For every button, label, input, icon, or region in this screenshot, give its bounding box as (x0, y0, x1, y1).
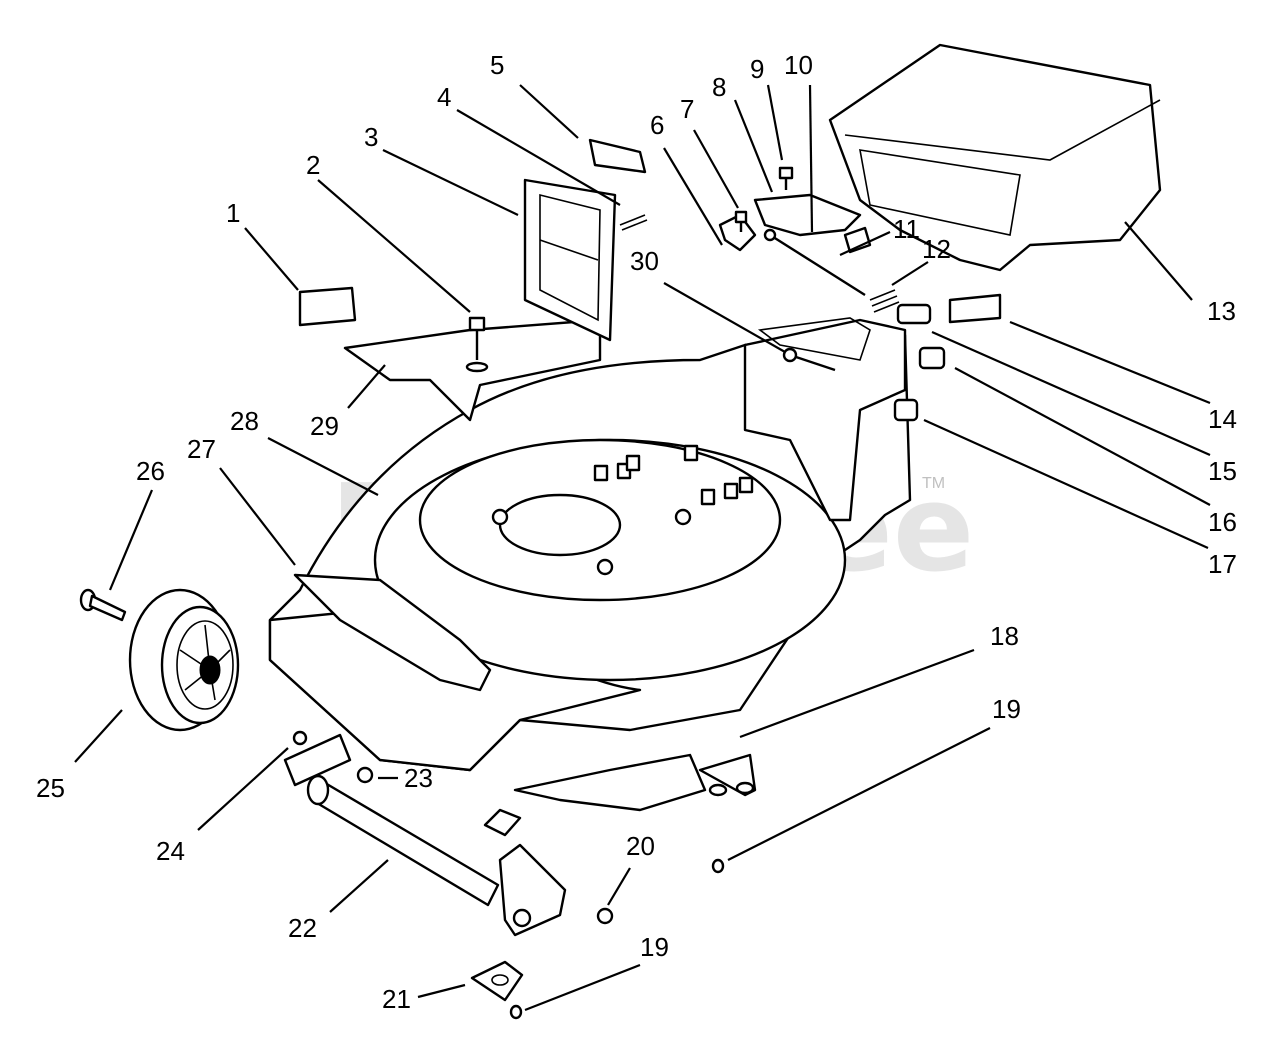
wheel-25 (128, 588, 240, 732)
callout-27: 27 (187, 434, 216, 464)
callout-17: 17 (1208, 549, 1237, 579)
lever-18 (483, 753, 707, 837)
callout-3: 3 (364, 122, 378, 152)
spring-12 (869, 289, 900, 313)
rear-bracket-18 (698, 753, 757, 797)
latch-5 (588, 138, 647, 174)
callout-13: 13 (1207, 296, 1236, 326)
callout-8: 8 (712, 72, 726, 102)
watermark-trademark: TM (922, 475, 945, 492)
callout-24: 24 (156, 836, 185, 866)
callout-16: 16 (1208, 507, 1237, 537)
screws-19 (509, 858, 725, 1020)
grass-bag-13 (828, 43, 1162, 272)
mulch-door-3 (523, 178, 617, 342)
spring-4 (619, 214, 648, 231)
callout-11: 11 (893, 214, 920, 244)
hinge-rod-10 (763, 228, 866, 297)
callout-18: 18 (990, 621, 1019, 651)
screw-9 (778, 166, 794, 190)
axle-22 (306, 774, 500, 907)
screw-7 (734, 210, 748, 232)
callout-28: 28 (230, 406, 259, 436)
callout-9: 9 (750, 54, 764, 84)
callout-2: 2 (306, 150, 320, 180)
height-bracket-left (283, 733, 352, 787)
callout-1: 1 (226, 198, 240, 228)
callout-5: 5 (490, 50, 504, 80)
callout-21: 21 (382, 984, 411, 1014)
small-parts-14-17 (298, 286, 1002, 422)
callout-26: 26 (136, 456, 165, 486)
deck-bosses (491, 444, 754, 576)
callout-15: 15 (1208, 456, 1237, 486)
callout-10: 10 (784, 50, 813, 80)
bracket-21 (470, 960, 524, 1002)
bushing-11 (843, 226, 872, 254)
height-bracket-right (498, 843, 567, 937)
nuts-20-23-24 (292, 730, 614, 925)
callout-20: 20 (626, 831, 655, 861)
callout-22: 22 (288, 913, 317, 943)
callout-25: 25 (36, 773, 65, 803)
callout-23: 23 (404, 763, 433, 793)
bolt-30 (782, 347, 836, 372)
callout-12: 12 (922, 234, 951, 264)
callout-19-lower: 19 (640, 932, 669, 962)
callout-labels: 1 2 3 4 5 6 7 8 9 10 11 12 13 14 15 16 1… (36, 50, 1237, 1014)
cover-plate-27 (293, 573, 492, 692)
callout-29: 29 (310, 411, 339, 441)
wheel-bolt-26 (79, 588, 127, 622)
rear-hinge-8 (718, 193, 862, 252)
callout-7: 7 (680, 94, 694, 124)
callout-30: 30 (630, 246, 659, 276)
callout-4: 4 (437, 82, 451, 112)
leader-lines (74, 84, 1211, 1012)
callout-6: 6 (650, 110, 664, 140)
callout-19-upper: 19 (992, 694, 1021, 724)
bolt-2 (465, 316, 489, 373)
callout-14: 14 (1208, 404, 1237, 434)
